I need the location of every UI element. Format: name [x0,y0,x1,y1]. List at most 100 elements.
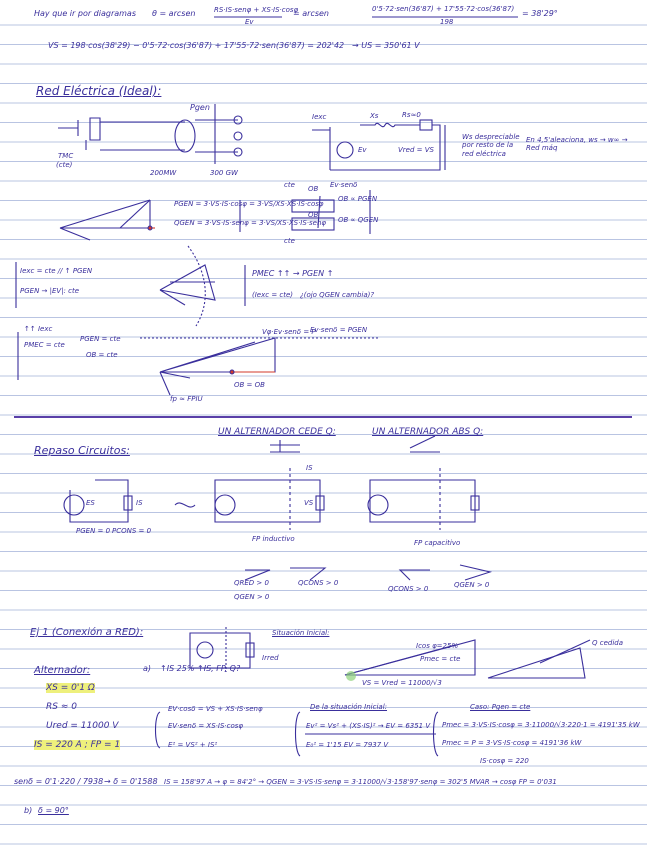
xs-label: Xs [370,112,379,120]
question-a: a) [143,664,152,673]
pmec-cte: PMEC = cte [24,341,65,349]
pgen-eq: PGEN = 3·VS·IS·cosφ = 3·VS/XS·XS·IS·cosφ [174,200,324,208]
ob-mid: OB [308,211,319,219]
qgen-change: ¿(ojo QGEN cambia)? [300,291,375,299]
pgen-zero: PGEN = 0 [76,527,111,535]
theta-result: = 38'29° [522,9,558,18]
ob-ob: OB = OB [234,381,265,389]
pgen-cte: PGEN = cte [80,335,121,343]
turbine-sketch [58,104,243,164]
q-cons-pos-2: QCONS > 0 [388,585,429,593]
vs-equation: VS = 198·cos(38'29) − 0'5·72·cos(36'87) … [48,41,345,50]
theta-eq: θ = arcsen [152,9,196,18]
pmec-calc-2: Pmec = P = 3·VS·IS·cosφ = 4191'36 kW [442,739,582,747]
pmec-calc: Pmec = 3·VS·IS·cosφ = 3·11000/√3·220·1 =… [442,721,640,729]
i-hint: Icos φ=25% [416,642,459,650]
is-label: IS [136,499,143,507]
ob-top: OB [308,185,319,193]
ob-p-label: OB ∝ PGEN [338,195,378,203]
ev-label: Ev [358,146,367,154]
tmc-label: TMC [58,152,74,160]
cte-top: cte [284,181,295,189]
rs-label: Rs≈0 [402,111,421,119]
ob-cte: OB = cte [86,351,118,359]
frac1-num: RS·IS·senφ + XS·IS·cosφ [214,6,299,14]
q-cedida: Q cedida [592,639,624,647]
question-a-text: ↑IS 25% ↑IS, FP, Q? [160,664,241,673]
tmc-cte: (cte) [56,161,73,169]
circuit-ej1 [189,627,255,672]
iexc-cte: (Iexc = cte) [252,291,294,299]
ev-sen-eq: EV·senδ = XS·IS·cosφ [168,722,244,730]
sen-delta: senδ = 0'1·220 / 7938 [14,777,104,786]
situacion-inicial: Situación Inicial: [272,629,330,637]
vred-label: Vred = VS [398,146,434,154]
iexc-ctrl: Iexc = cte // ↑ PGEN [20,267,93,275]
circuit-repaso [63,468,480,530]
cte-bottom: cte [284,237,295,245]
ev-sen-cte: Ev·senδ = PGEN [310,326,368,334]
iexc-label: Iexc [312,113,327,121]
rating-300: 300 GW [210,169,238,177]
pgen-ev-line: PGEN → |EV|: cte [20,287,80,295]
ej1-title: Ej 1 (Conexión a RED): [30,627,144,638]
rating-200: 200MW [150,169,177,177]
frac1-den: Ev [245,18,254,26]
is-label-2: IS [306,464,313,472]
v-fp-label: Vφ·Ev·senδ = P [262,328,316,336]
pmec-cte-ej1: Pmec = cte [420,655,461,663]
is-fp-value: IS = 220 A ; FP = 1 [34,740,121,750]
q-gen-pos-2: QGEN > 0 [454,581,490,589]
section-title-red: Red Eléctrica (Ideal): [36,84,162,98]
q-gen-pos: QGEN > 0 [234,593,270,601]
q-cons-pos: QCONS > 0 [298,579,339,587]
ob-q-label: OB ∝ QGEN [338,216,379,224]
q-red-pos: QRED > 0 [234,579,269,587]
pgen-label: Pgen [190,103,210,112]
ev-calc: Ev² = Vs² + (XS·IS)² → EV = 6351 V [306,722,431,730]
fp-inductivo: FP inductivo [252,535,295,543]
ev-sen-label: Ev·senδ [330,181,358,189]
ev-cos-eq: EV·cosδ = VS + XS·IS·senφ [168,705,263,713]
ired-label: Irred [262,654,279,662]
e-squared-eq: E² = VS² + IS² [168,741,218,749]
ured-value: Ured = 11000 V [46,721,119,731]
es-label: ES [86,499,95,507]
iexc-up: ↑↑ Iexc [24,325,53,333]
delta-result: → δ = 0'1588 [104,777,158,786]
situacion-inicial-2: De la situación Inicial: [310,703,388,711]
iscos-value: IS·cosφ = 220 [480,757,529,765]
note-aleacion: En 4,5'aleaciona, ws → w∞ → Red máq [526,136,628,153]
xs-value: XS = 0'1 Ω [46,683,95,693]
question-b: b) [24,806,33,815]
arcsen-mid: = arcsen [293,9,329,18]
frac2-num: 0'5·72·sen(36'87) + 17'55·72·cos(36'87) [372,5,515,13]
ev-calc-2: E₀² = 1'15 EV = 7937 V [306,741,389,749]
fp-capacitivo: FP capacitivo [414,539,461,547]
phasor-diagram-3 [17,332,380,396]
caso-pgen: Caso: Pgen = cte [470,703,531,711]
frac2-den: 198 [440,18,454,26]
alternador-label: Alternador: [34,665,91,676]
phasor-diagram-1 [59,199,155,241]
intro-text: Hay que ir por diagramas [34,9,137,18]
repaso-title: Repaso Circuitos: [34,444,130,457]
vred-label-ej1: VS = Vred = 11000/√3 [362,679,442,687]
phasor-diagram-2 [15,245,246,327]
section-divider [14,416,632,418]
rs-value: RS ≈ 0 [46,702,77,712]
fp-label: fp ≈ FPIU [170,395,203,403]
vs-label-2: VS [304,499,314,507]
question-b-text: δ = 90° [38,806,69,815]
pmec-up: PMEC ↑↑ → PGEN ↑ [252,269,334,278]
is-calc-line: IS = 158'97 A → φ = 84'2° → QGEN = 3·VS·… [164,778,557,786]
note-ws: Ws despreciable por resto de la red eléc… [462,133,520,158]
us-result: → US = 350'61 V [352,41,420,50]
circuit-red [312,119,446,171]
alternador-cede-title: UN ALTERNADOR CEDE Q: [218,427,336,437]
pcons-zero: PCONS = 0 [112,527,152,535]
phasor-ej1 [344,639,591,679]
qgen-eq: QGEN = 3·VS·IS·senφ = 3·VS/XS·XS·IS·senφ [174,219,327,227]
